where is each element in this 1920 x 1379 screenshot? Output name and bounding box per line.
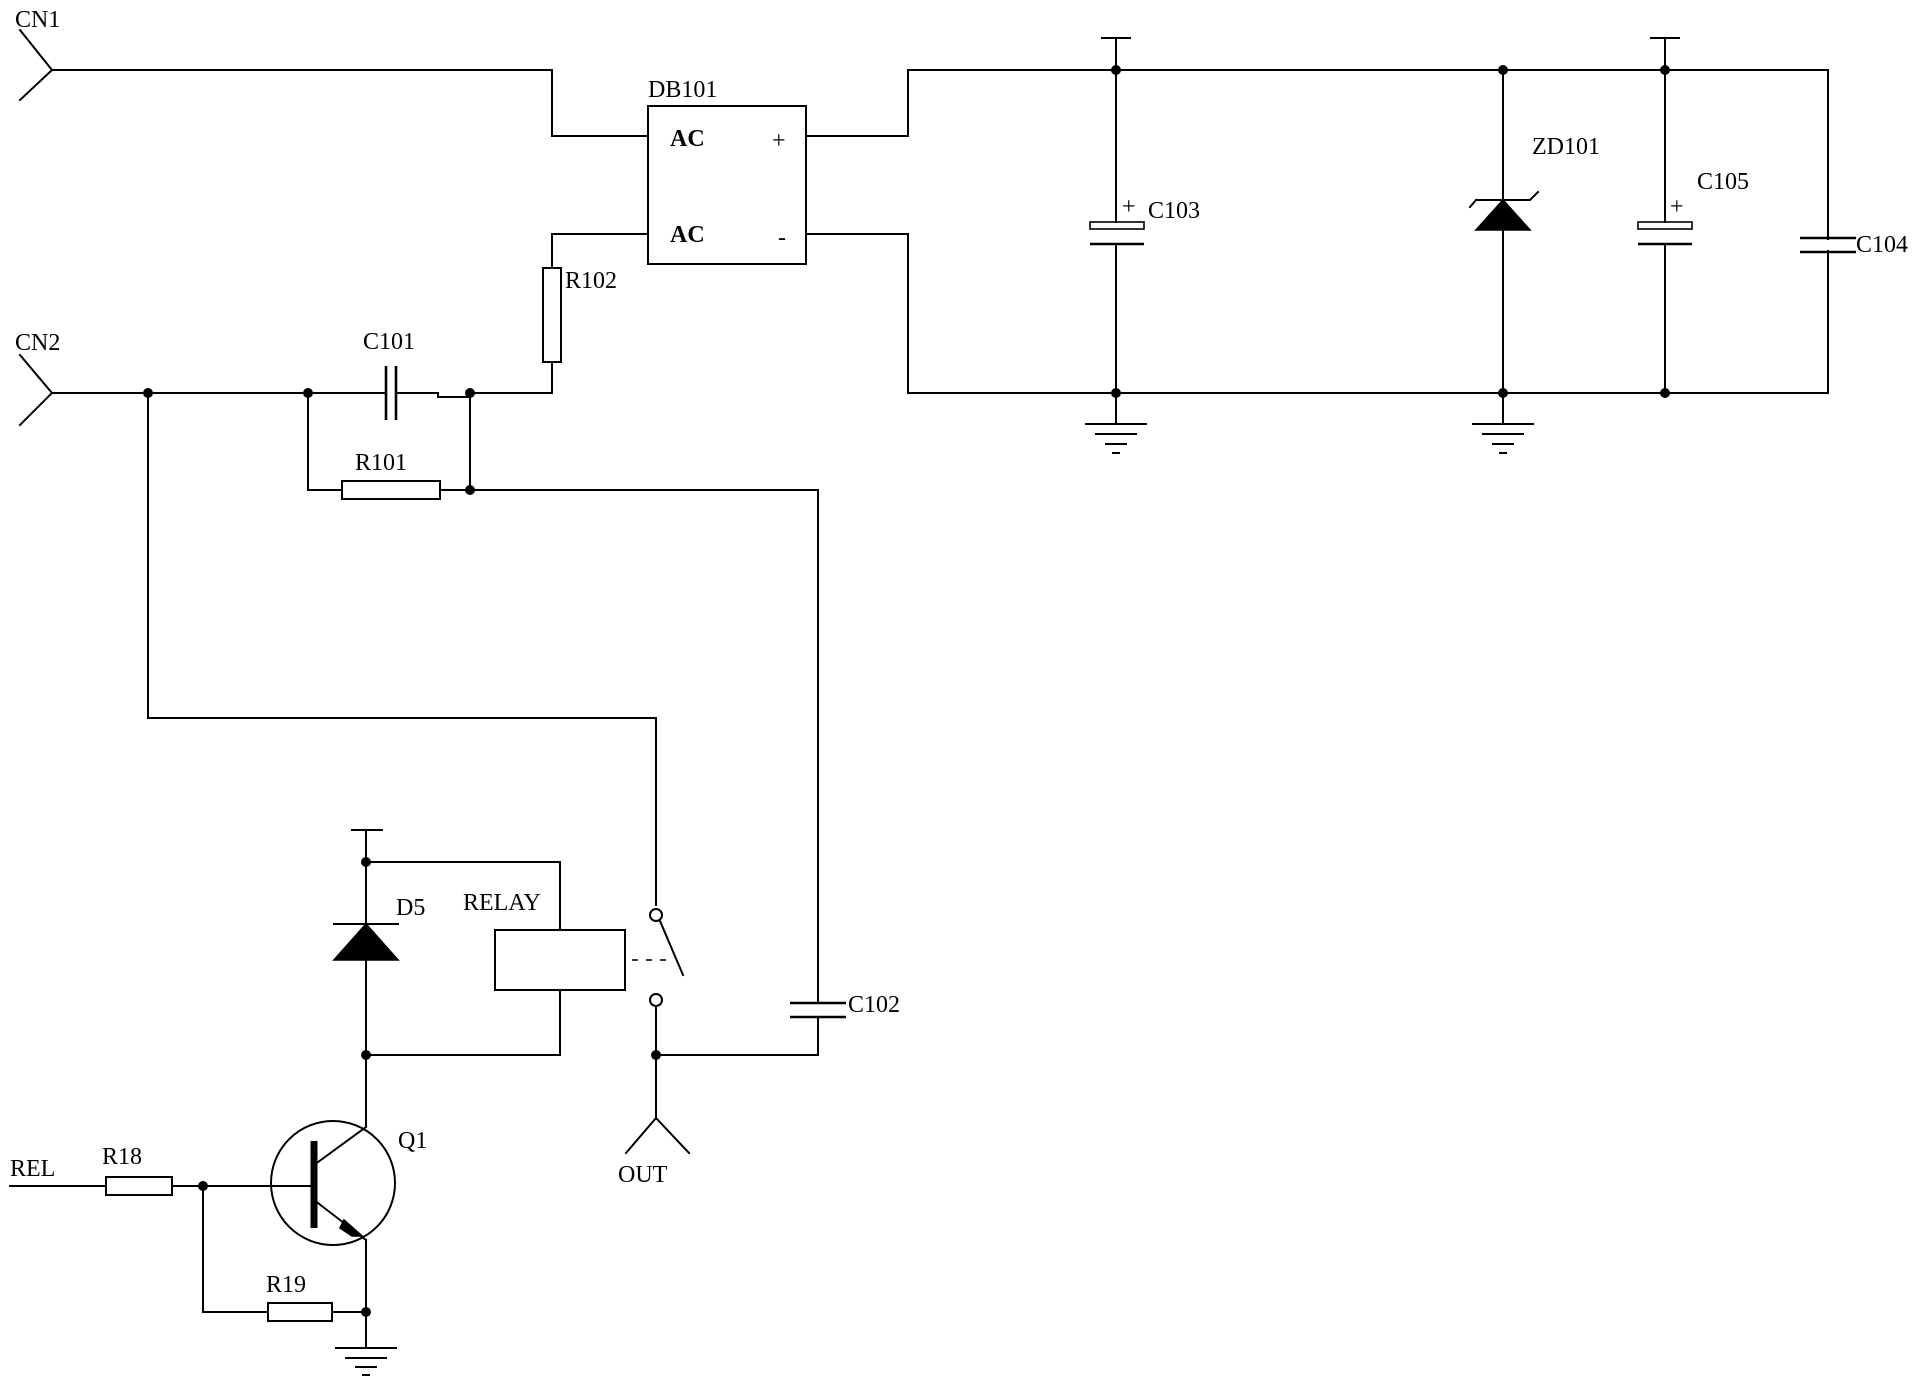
- ground-icon: [1085, 392, 1147, 454]
- label-zd101: ZD101: [1532, 134, 1600, 160]
- resistor-r19: [267, 1302, 333, 1322]
- cn2-connector: [18, 353, 376, 427]
- resistor-r18: [105, 1176, 173, 1196]
- label-plus: +: [772, 128, 786, 154]
- label-db101: DB101: [648, 77, 717, 103]
- label-minus: -: [778, 225, 786, 251]
- junction: [361, 1307, 371, 1317]
- label-cn2: CN2: [15, 330, 60, 356]
- junction: [1660, 65, 1670, 75]
- wire-r101-left: [307, 392, 343, 491]
- label-c104: C104: [1856, 232, 1908, 258]
- resistor-r101: [341, 480, 441, 500]
- capacitor-c101: [307, 366, 471, 420]
- label-r18: R18: [102, 1144, 142, 1170]
- capacitor-c103: [1089, 37, 1145, 394]
- junction: [1111, 388, 1121, 398]
- junction: [198, 1181, 208, 1191]
- transistor-q1: [270, 1120, 396, 1319]
- junction: [1498, 388, 1508, 398]
- label-r19: R19: [266, 1272, 306, 1298]
- junction: [651, 1050, 661, 1060]
- resistor-r102: [542, 267, 562, 363]
- zener-diode-zd101: [1468, 69, 1540, 394]
- label-r102: R102: [565, 268, 617, 294]
- bridge-rectifier-db101: [647, 105, 807, 265]
- label-cn1: CN1: [15, 7, 60, 33]
- diode-d5: [332, 861, 400, 1128]
- label-c101: C101: [363, 329, 415, 355]
- label-r101: R101: [355, 450, 407, 476]
- wire-cn2-to-switch: [147, 392, 657, 906]
- junction: [303, 388, 313, 398]
- wire-cn1-to-ac1: [551, 69, 649, 137]
- label-rel: REL: [10, 1156, 55, 1182]
- wire-vcc-to-coil: [365, 861, 561, 931]
- junction: [1498, 65, 1508, 75]
- out-connector: [624, 1116, 691, 1155]
- junction: [361, 1050, 371, 1060]
- label-c105: C105: [1697, 169, 1749, 195]
- label-q1: Q1: [398, 1128, 427, 1154]
- label-ac-bottom: AC: [670, 222, 705, 248]
- label-out: OUT: [618, 1162, 668, 1188]
- label-relay: RELAY: [463, 890, 541, 916]
- label-c103-plus: +: [1122, 194, 1136, 220]
- junction: [1111, 65, 1121, 75]
- ground-icon: [1472, 392, 1534, 454]
- relay-switch: [632, 908, 685, 1119]
- junction: [465, 388, 475, 398]
- cn1-connector: [18, 28, 553, 102]
- label-c102: C102: [848, 992, 900, 1018]
- wire-minus-rail: [805, 233, 1829, 394]
- label-ac-top: AC: [670, 126, 705, 152]
- label-c103: C103: [1148, 198, 1200, 224]
- label-d5: D5: [396, 895, 425, 921]
- junction: [361, 857, 371, 867]
- wire-plus-rail: [805, 69, 1829, 394]
- ground-icon: [335, 1311, 397, 1376]
- relay-coil: [494, 929, 626, 991]
- junction: [465, 485, 475, 495]
- label-c105-plus: +: [1670, 194, 1684, 220]
- capacitor-c104: [1800, 236, 1856, 254]
- junction: [143, 388, 153, 398]
- capacitor-c105: [1637, 37, 1693, 394]
- junction: [1660, 388, 1670, 398]
- capacitor-c102: [790, 1001, 846, 1056]
